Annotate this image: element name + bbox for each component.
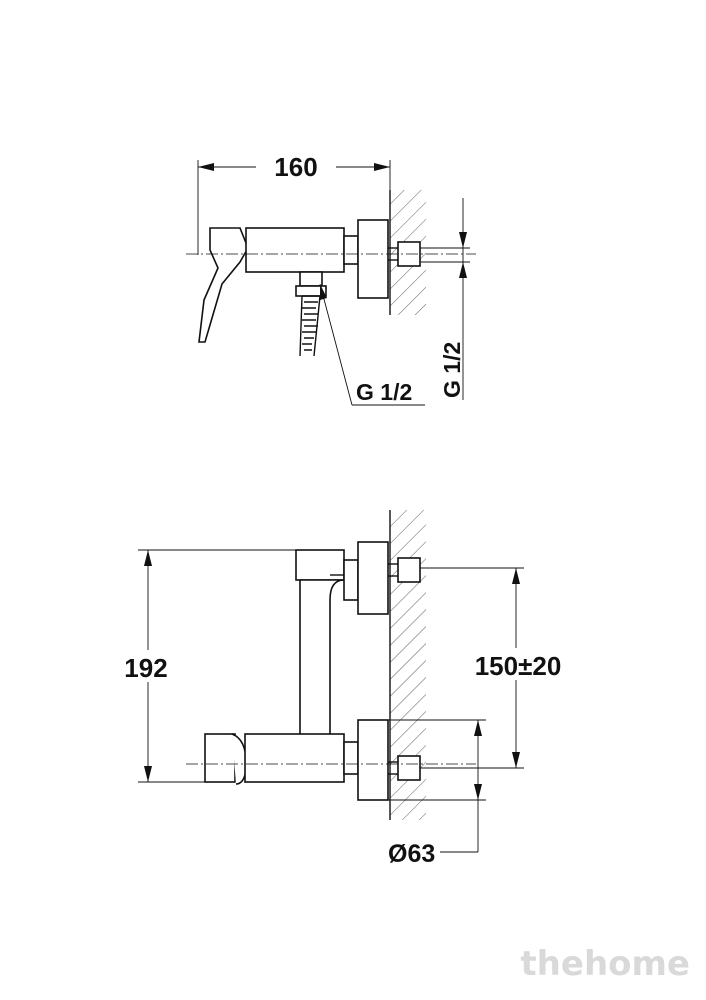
top-view: 160 [186,150,476,406]
dimension-diameter: Ø63 [388,719,486,868]
thread-side-text: G 1/2 [356,379,412,405]
dimension-label-160: 160 [274,152,317,182]
front-mixer-body [186,541,476,801]
dimension-label-192: 192 [124,653,167,683]
watermark-text: thehome [520,944,690,984]
front-view: 192 150±20 Ø63 [112,510,576,868]
dimension-160: 160 [197,150,391,255]
thread-inlet-text: G 1/2 [439,342,465,398]
dimension-label-150: 150±20 [475,651,562,681]
top-mixer-body [186,219,476,357]
dimension-label-diameter: Ø63 [388,840,435,868]
dimension-150: 150±20 [420,567,576,769]
thread-label-side: G 1/2 [319,283,425,406]
thread-label-inlet: G 1/2 [439,198,467,400]
dimension-192: 192 [112,549,300,783]
